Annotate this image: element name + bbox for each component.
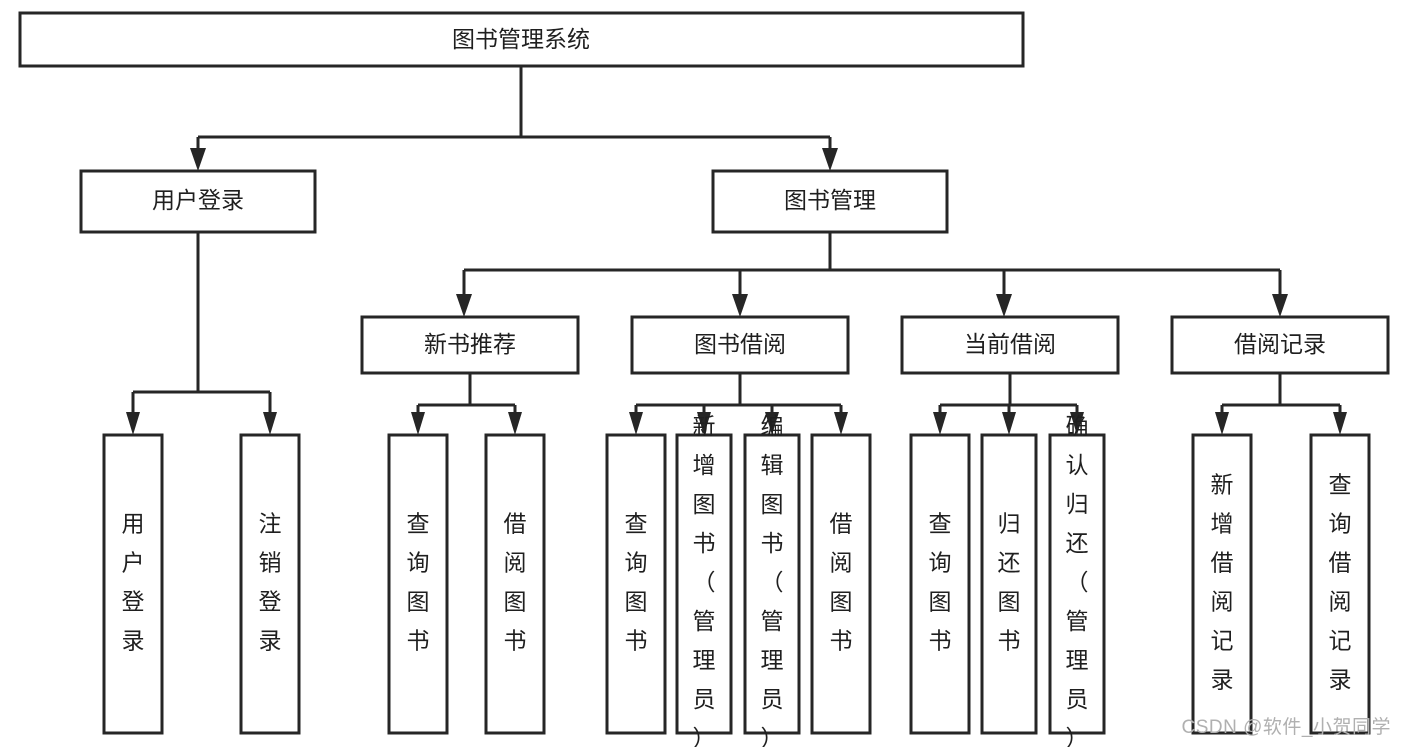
connector-group-newbook-to-leaves [411,373,522,435]
connector-group-current-to-leaves [933,373,1084,435]
node-borrow-box[interactable] [630,315,850,375]
node-leaf-1[interactable]: 用户登录 [102,433,164,735]
node-leaf-8[interactable]: 借阅图书 [810,433,872,735]
node-leaf-13-label: 查询借阅记录 [1329,472,1352,693]
arrow-head-login [190,148,206,171]
node-leaf-8-box[interactable] [810,433,872,735]
node-leaf-11-label: 确认归还（管理员） [1066,413,1089,747]
node-current-box[interactable] [900,315,1120,375]
arrow-head-borrow [732,294,748,317]
node-bookmgmt-box[interactable] [711,169,949,234]
node-current-label: 当前借阅 [964,331,1056,357]
arrow-head-leaf-2 [263,412,277,435]
node-root-box[interactable] [18,11,1025,68]
node-leaf-11-box[interactable] [1048,433,1106,735]
node-records-box[interactable] [1170,315,1390,375]
node-records[interactable]: 借阅记录 [1170,315,1390,375]
arrow-head-leaf-3 [411,412,425,435]
node-leaf-10-box[interactable] [980,433,1038,735]
node-borrow-label: 图书借阅 [694,331,786,357]
node-leaf-5-box[interactable] [605,433,667,735]
arrow-head-leaf-5 [629,412,643,435]
node-leaf-10-label: 归还图书 [998,511,1021,654]
connector-group-borrow-to-leaves [629,373,848,435]
node-leaf-3-label: 查询图书 [407,511,430,654]
node-leaf-6[interactable]: 新增图书（管理员） [675,413,733,747]
node-newbook-box[interactable] [360,315,580,375]
arrow-head-leaf-9 [933,412,947,435]
arrow-head-current [996,294,1012,317]
node-leaf-13[interactable]: 查询借阅记录 [1309,433,1371,735]
arrow-head-leaf-6 [697,412,711,435]
node-leaf-7-box[interactable] [743,433,801,735]
node-login-label: 用户登录 [152,187,244,213]
node-leaf-2-label: 注销登录 [259,511,282,654]
arrow-head-leaf-8 [834,412,848,435]
node-leaf-6-label: 新增图书（管理员） [693,413,716,747]
node-leaf-9-box[interactable] [909,433,971,735]
node-leaf-3-box[interactable] [387,433,449,735]
node-root-label: 图书管理系统 [452,26,590,52]
node-leaf-11[interactable]: 确认归还（管理员） [1048,413,1106,747]
node-bookmgmt-label: 图书管理 [784,187,876,213]
node-leaf-12[interactable]: 新增借阅记录 [1191,433,1253,735]
node-leaf-5[interactable]: 查询图书 [605,433,667,735]
arrow-head-leaf-4 [508,412,522,435]
arrow-head-leaf-13 [1333,412,1347,435]
connector-group-bookmgmt-to-level3 [456,232,1288,317]
node-leaf-7[interactable]: 编辑图书（管理员） [743,413,801,747]
node-newbook-label: 新书推荐 [424,331,516,357]
node-leaf-8-label: 借阅图书 [830,511,853,654]
node-leaf-5-label: 查询图书 [625,511,648,654]
node-records-label: 借阅记录 [1234,331,1326,357]
node-leaf-12-box[interactable] [1191,433,1253,735]
connector-group-login-to-leaves [126,232,277,435]
connector-group-records-to-leaves [1215,373,1347,435]
node-leaf-6-box[interactable] [675,433,733,735]
node-leaf-4[interactable]: 借阅图书 [484,433,546,735]
node-newbook[interactable]: 新书推荐 [360,315,580,375]
node-leaf-2[interactable]: 注销登录 [239,433,301,735]
node-leaf-3[interactable]: 查询图书 [387,433,449,735]
node-root[interactable]: 图书管理系统 [18,11,1025,68]
node-bookmgmt[interactable]: 图书管理 [711,169,949,234]
node-leaf-9[interactable]: 查询图书 [909,433,971,735]
arrow-head-leaf-7 [765,412,779,435]
node-leaf-12-label: 新增借阅记录 [1211,472,1234,693]
node-leaf-1-box[interactable] [102,433,164,735]
node-leaf-2-box[interactable] [239,433,301,735]
node-current[interactable]: 当前借阅 [900,315,1120,375]
arrow-head-leaf-11 [1070,412,1084,435]
node-login-box[interactable] [79,169,317,234]
arrow-head-leaf-10 [1002,412,1016,435]
arrow-head-leaf-1 [126,412,140,435]
arrow-head-newbook [456,294,472,317]
node-leaf-10[interactable]: 归还图书 [980,433,1038,735]
node-leaf-13-box[interactable] [1309,433,1371,735]
node-leaf-4-label: 借阅图书 [504,511,527,654]
node-leaf-7-label: 编辑图书（管理员） [761,413,784,747]
connector-group-root-to-level2 [190,66,838,171]
node-borrow[interactable]: 图书借阅 [630,315,850,375]
arrow-head-records [1272,294,1288,317]
node-leaf-4-box[interactable] [484,433,546,735]
arrow-head-leaf-12 [1215,412,1229,435]
node-leaf-9-label: 查询图书 [929,511,952,654]
node-leaf-1-label: 用户登录 [122,511,145,654]
node-login[interactable]: 用户登录 [79,169,317,234]
arrow-head-bookmgmt [822,148,838,171]
